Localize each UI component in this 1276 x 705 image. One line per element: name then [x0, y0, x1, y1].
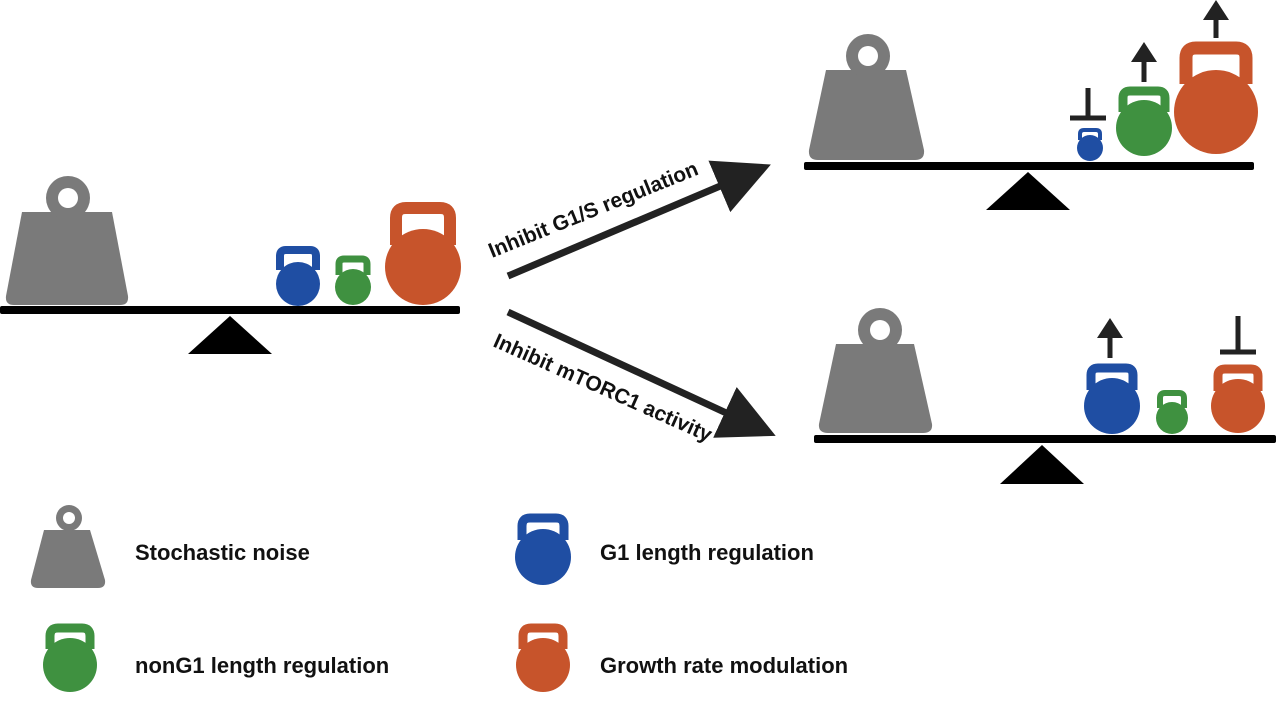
legend-item-nong1: nonG1 length regulation — [43, 623, 389, 692]
seesaw-beam — [804, 162, 1254, 170]
kettlebell-icon — [516, 623, 570, 692]
upper-arrow: Inhibit G1/S regulation — [485, 157, 771, 280]
seesaw-beam — [814, 435, 1276, 443]
up-arrow-icon — [1131, 42, 1157, 82]
g1-kettlebell-icon — [1077, 128, 1103, 161]
growth-kettlebell-icon — [385, 202, 461, 305]
legend-item-g1: G1 length regulation — [515, 513, 814, 585]
lower-arrow-label: Inhibit mTORC1 activity — [490, 330, 716, 447]
lower-arrow: Inhibit mTORC1 activity — [490, 308, 776, 447]
growth-kettlebell-icon — [1174, 41, 1258, 154]
g1-kettlebell-icon — [1084, 363, 1140, 434]
up-arrow-icon — [1203, 0, 1229, 38]
noise-weight-icon — [818, 308, 933, 433]
legend-label-noise: Stochastic noise — [135, 540, 310, 565]
weight-icon — [30, 505, 106, 588]
legend-item-growth: Growth rate modulation — [516, 623, 848, 692]
noise-weight-icon — [5, 176, 129, 305]
kettlebell-icon — [43, 623, 97, 692]
up-arrow-icon — [1097, 318, 1123, 358]
fulcrum-triangle-icon — [986, 172, 1070, 210]
legend: Stochastic noise G1 length regulation no… — [30, 505, 848, 692]
nong1-kettlebell-icon — [1156, 390, 1188, 434]
nong1-kettlebell-icon — [1116, 86, 1172, 156]
kettlebell-icon — [515, 513, 571, 585]
legend-label-nong1: nonG1 length regulation — [135, 653, 389, 678]
inhibition-t-icon — [1070, 88, 1106, 121]
legend-label-g1: G1 length regulation — [600, 540, 814, 565]
noise-weight-icon — [808, 34, 925, 160]
legend-item-noise: Stochastic noise — [30, 505, 310, 588]
fulcrum-triangle-icon — [188, 316, 272, 354]
baseline-seesaw — [0, 176, 461, 354]
growth-kettlebell-icon — [1211, 364, 1265, 433]
inhibition-t-icon — [1220, 316, 1256, 355]
inhibit-g1s-seesaw — [804, 0, 1258, 210]
seesaw-beam — [0, 306, 460, 314]
legend-label-growth: Growth rate modulation — [600, 653, 848, 678]
fulcrum-triangle-icon — [1000, 445, 1084, 484]
inhibit-mtorc1-seesaw — [814, 308, 1276, 484]
nong1-kettlebell-icon — [335, 255, 371, 305]
g1-kettlebell-icon — [276, 246, 320, 306]
